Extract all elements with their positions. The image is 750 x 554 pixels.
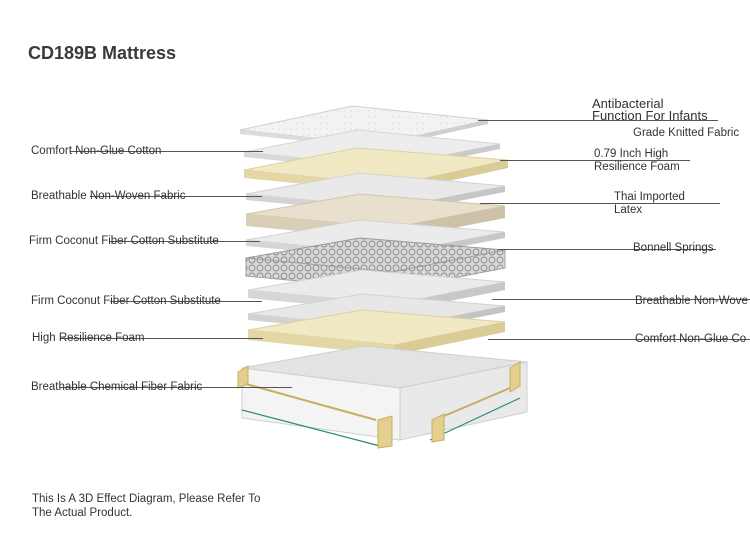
leader-left-coconut-1 <box>110 241 260 242</box>
layer-base-box <box>237 345 528 449</box>
leader-right-comfort <box>488 339 750 340</box>
disclaimer-note: This Is A 3D Effect Diagram, Please Refe… <box>32 493 261 519</box>
label-grade-knitted-fabric: Grade Knitted Fabric <box>633 127 740 139</box>
leader-left-foam <box>60 338 263 339</box>
page-title: CD189B Mattress <box>28 43 177 63</box>
leader-left-coconut-2 <box>110 301 262 302</box>
label-left-comfort: Comfort Non-Glue Cotton <box>31 145 162 157</box>
label-right-comfort: Comfort Non-Glue Co <box>635 333 747 345</box>
label-left-coconut-1: Firm Coconut Fiber Cotton Substitute <box>29 235 219 247</box>
label-latex: Thai Imported Latex <box>614 191 685 216</box>
label-antibacterial: Antibacterial Function For Infants <box>592 96 708 123</box>
label-left-coconut-2: Firm Coconut Fiber Cotton Substitute <box>31 295 221 307</box>
leader-bonnell <box>498 249 716 250</box>
label-left-nonwoven: Breathable Non-Woven Fabric <box>31 190 186 202</box>
label-bonnell-springs: Bonnell Springs <box>633 242 714 254</box>
leader-left-comfort <box>70 151 263 152</box>
label-right-nonwoven: Breathable Non-Wove <box>635 295 748 307</box>
leader-right-nonwoven <box>492 299 750 300</box>
leader-antibacterial <box>478 120 718 121</box>
label-resilience-foam: 0.79 Inch High Resilience Foam <box>594 148 680 173</box>
leader-left-nonwoven <box>90 196 262 197</box>
label-left-foam: High Resilience Foam <box>32 332 145 344</box>
leader-latex <box>480 203 720 204</box>
leader-resilience-foam <box>500 160 690 161</box>
label-left-chemical: Breathable Chemical Fiber Fabric <box>31 381 203 393</box>
leader-left-chemical <box>60 387 292 388</box>
